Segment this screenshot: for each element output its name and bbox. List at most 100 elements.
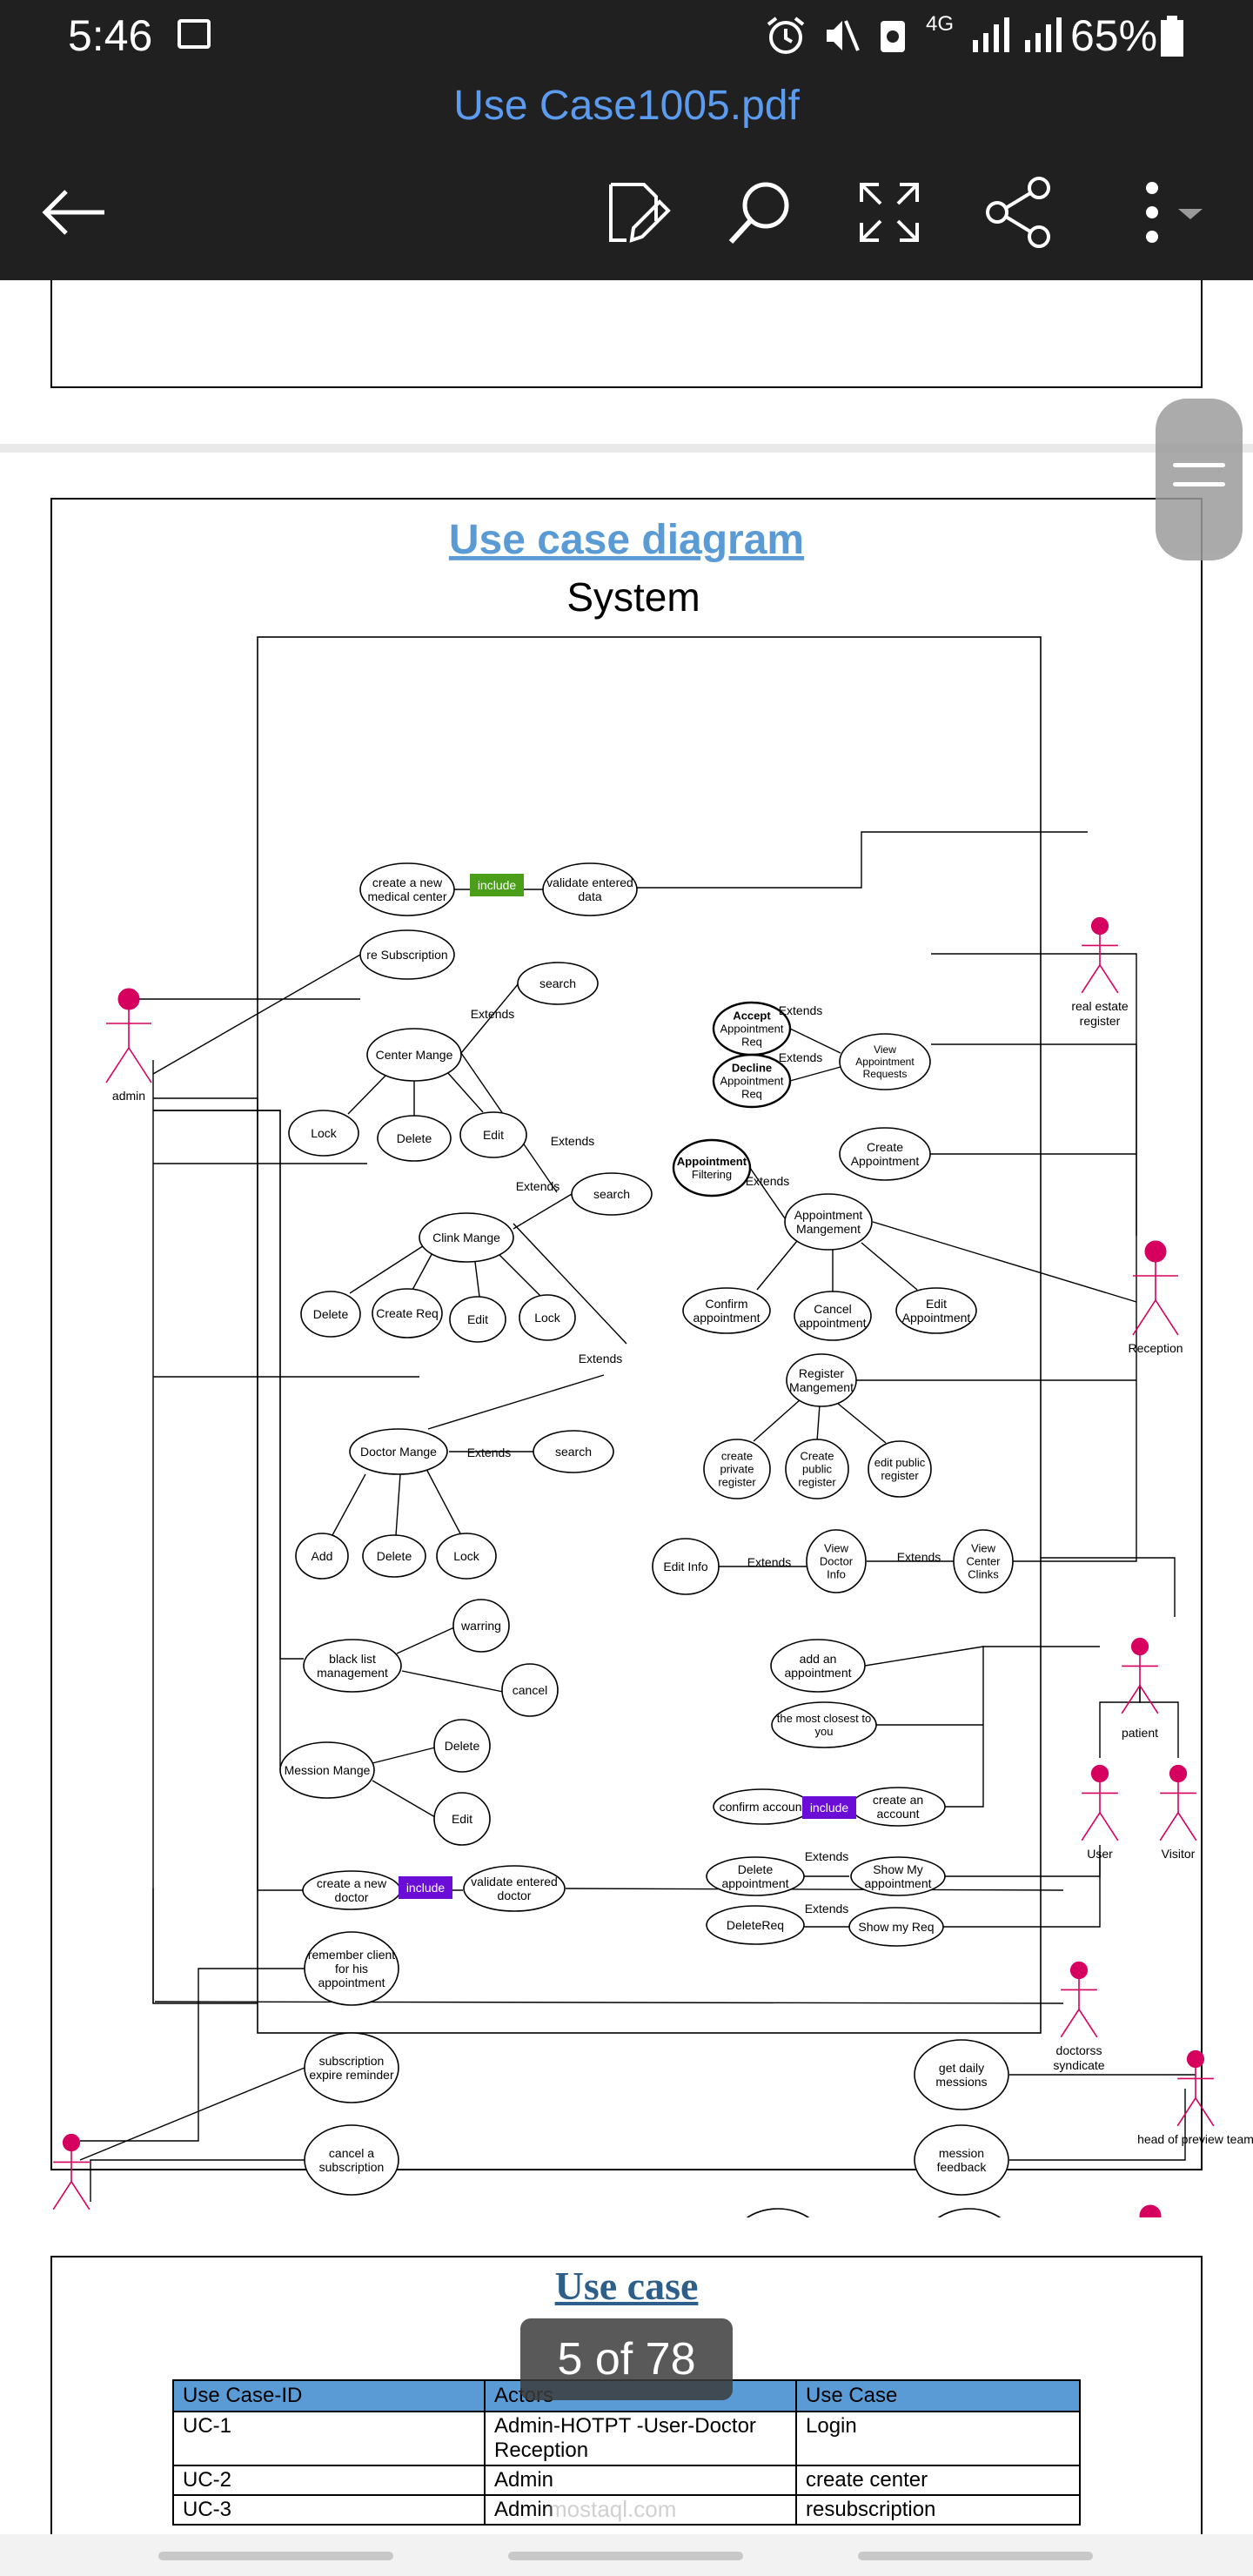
use-case-label: Edit [452, 1812, 472, 1826]
use-case-confirm-account: confirm account [713, 1788, 812, 1825]
use-case-label: management [317, 1666, 388, 1680]
connector-line [1013, 1044, 1137, 1562]
use-case-mession-mange: Mession Mange [279, 1741, 375, 1799]
connector-line [90, 2159, 305, 2202]
use-case-label: doctor [498, 1888, 532, 1902]
back-arrow-icon[interactable] [31, 171, 115, 254]
table-cell: UC-1 [172, 2411, 486, 2466]
use-case-label: Req [741, 1088, 762, 1101]
use-case-label: create a new [372, 875, 443, 889]
use-case-label: cancel [513, 1683, 547, 1697]
use-case-label: Edit [467, 1312, 488, 1326]
fullscreen-icon[interactable] [848, 171, 931, 254]
use-case-label: Delete [397, 1131, 432, 1145]
edit-pdf-icon[interactable] [592, 171, 675, 254]
use-case-label: Appointment [677, 1155, 747, 1168]
use-case-label: re Subscription [366, 948, 447, 962]
nav-bar-left[interactable] [158, 2552, 393, 2560]
use-case-add: Add [295, 1533, 349, 1580]
use-case-label: subscription [319, 2054, 385, 2068]
more-menu-icon[interactable] [1122, 171, 1206, 254]
nav-bar-center[interactable] [508, 2552, 743, 2560]
actor-label: Reception [1128, 1341, 1183, 1355]
table-cell: Admin [484, 2494, 797, 2526]
document-title[interactable]: Use Case1005.pdf [453, 83, 800, 129]
connector-line [749, 1167, 786, 1219]
actor-label: User [1087, 1847, 1113, 1861]
use-case-label: for his [335, 1962, 368, 1976]
connector-line [154, 2001, 1064, 2004]
table-header: Use Case-ID [172, 2379, 486, 2412]
use-case-label: Decline [732, 1062, 772, 1075]
use-case-label: black list [329, 1652, 376, 1666]
extends-label: Extends [747, 1555, 792, 1569]
share-icon[interactable] [978, 171, 1062, 254]
use-case-label: expire reminder [309, 2068, 394, 2082]
use-case-label: validate entered [471, 1875, 558, 1888]
signal-icon [973, 17, 1062, 52]
use-case-label: Lock [453, 1549, 480, 1563]
actor-head-team: head of preview team [1137, 2049, 1253, 2146]
use-case-create-req: Create Req [372, 1288, 443, 1338]
use-case-label: Accept [733, 1010, 771, 1023]
actor-label: register [1080, 1014, 1121, 1028]
use-case-label: appointment [864, 1876, 931, 1890]
connector-line [637, 831, 1088, 889]
connector-line [1041, 1557, 1176, 1617]
use-case-label: register [718, 1476, 756, 1489]
extends-label: Extends [471, 1007, 515, 1021]
use-case-label: Delete [738, 1862, 774, 1876]
connector-line [945, 1646, 1100, 1808]
connector-line [401, 1670, 504, 1693]
use-case-label: Create Req [376, 1306, 439, 1320]
use-case-label: View [874, 1043, 896, 1056]
nav-bar-right[interactable] [858, 2552, 1093, 2560]
table-row: UC-2 Admin create center [172, 2465, 1081, 2496]
use-case-label: Doctor [820, 1555, 854, 1568]
use-case-label: appointment [784, 1666, 851, 1680]
connector-line [1139, 1685, 1179, 1758]
use-case-label: Edit Info [663, 1560, 708, 1573]
actor-label: admin [112, 1089, 145, 1103]
use-case-clink-mange: Clink Mange [419, 1212, 514, 1263]
use-case-label: get daily [939, 2061, 984, 2075]
use-case-label: Create [800, 1450, 834, 1463]
status-time: 5:46 [68, 11, 153, 60]
connector-line [816, 1404, 821, 1442]
connector-line [349, 1242, 429, 1294]
use-case-lock3: Lock [436, 1533, 497, 1580]
use-case-label: Filtering [692, 1168, 732, 1181]
include-label: include [406, 1881, 446, 1895]
use-case-edit-info: Edit Info [652, 1538, 720, 1595]
connector-line [872, 1221, 1137, 1303]
search-icon[interactable] [719, 171, 802, 254]
connector-line [412, 1247, 436, 1291]
use-case-label: Cancel [814, 1302, 852, 1316]
watermark: mostaql.com [548, 2496, 677, 2522]
system-label: System [566, 574, 700, 620]
use-case-diagram: Use case diagram System create a newmedi… [52, 517, 1253, 2319]
include-tag: include [399, 1876, 452, 1899]
table-cell: create center [795, 2465, 1081, 2496]
fast-scroll-handle[interactable] [1156, 399, 1243, 560]
use-case-label: Appointment [902, 1311, 971, 1325]
use-case-label: Lock [534, 1311, 561, 1325]
use-case-label: Add [312, 1549, 333, 1563]
use-case-re-subscription: re Subscription [359, 929, 455, 980]
use-case-search2: search [571, 1172, 653, 1216]
connector-line [153, 1110, 281, 1770]
use-case-label: Appointment [851, 1154, 920, 1168]
extends-label: Extends [779, 1003, 823, 1017]
use-case-label: Doctor Mange [360, 1445, 437, 1459]
